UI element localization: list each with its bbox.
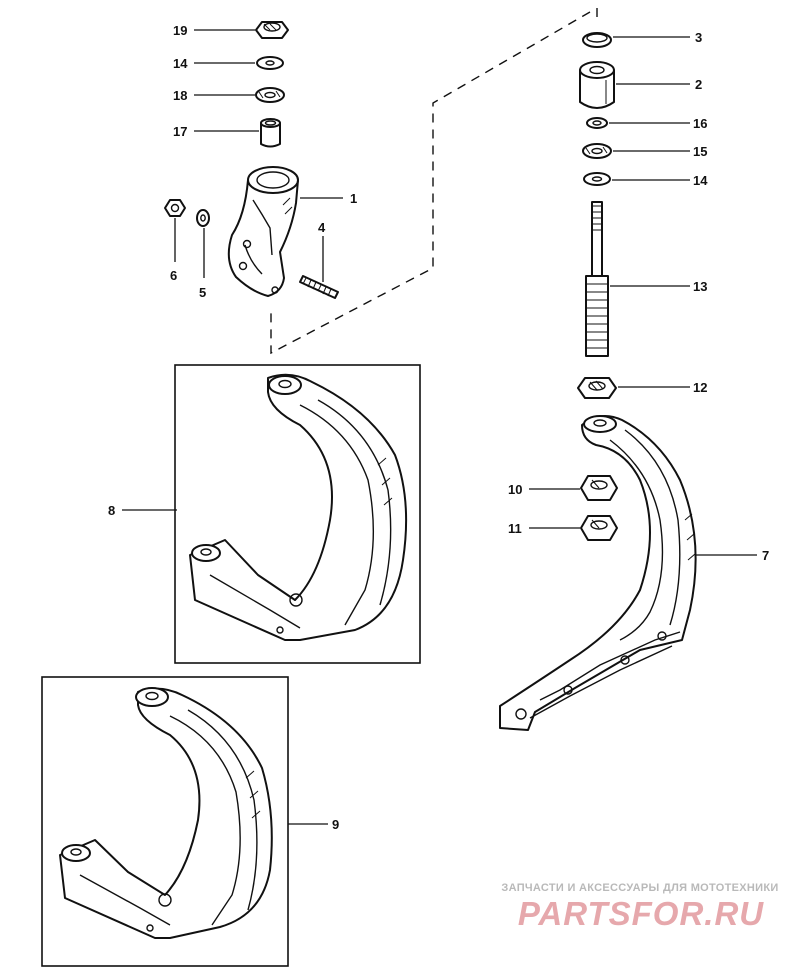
part-13-stud <box>585 201 609 357</box>
part-9-frame <box>41 676 289 967</box>
callout-10: 10 <box>508 482 522 497</box>
callout-5: 5 <box>199 285 206 300</box>
part-9-bracket <box>59 687 273 939</box>
callout-4: 4 <box>318 220 326 235</box>
part-16-washer <box>586 117 608 129</box>
assembly-dash-line <box>270 8 598 355</box>
callout-19: 19 <box>173 23 187 38</box>
callout-3: 3 <box>695 30 702 45</box>
leader-lines <box>122 29 757 825</box>
part-4-stud <box>299 275 339 299</box>
part-3-ring <box>582 32 612 48</box>
part-14-washer-upper <box>256 56 284 70</box>
part-6-nut <box>164 199 186 217</box>
callout-9: 9 <box>332 817 339 832</box>
callout-17: 17 <box>173 124 187 139</box>
callout-14-lower: 14 <box>693 173 708 188</box>
callout-1: 1 <box>350 191 357 206</box>
part-19-nut <box>255 21 289 39</box>
callout-18: 18 <box>173 88 187 103</box>
callout-7: 7 <box>762 548 769 563</box>
part-15-lockwasher <box>582 143 612 159</box>
callout-14-upper: 14 <box>173 56 188 71</box>
callout-2: 2 <box>695 77 702 92</box>
part-5-washer <box>196 209 210 227</box>
part-2-mount <box>579 61 615 109</box>
callout-13: 13 <box>693 279 707 294</box>
part-7-bracket <box>499 415 697 731</box>
part-14-washer-lower <box>583 172 611 186</box>
callout-12: 12 <box>693 380 707 395</box>
part-18-lockwasher <box>255 87 285 103</box>
callout-11: 11 <box>508 521 522 536</box>
watermark-caption: ЗАПЧАСТИ И АКСЕССУАРЫ ДЛЯ МОТОТЕХНИКИ <box>501 882 779 894</box>
part-12-nut <box>577 377 617 399</box>
part-10-nut <box>580 475 618 501</box>
part-17-bushing <box>260 118 281 148</box>
watermark-logo: PARTSFOR.RU <box>517 895 765 932</box>
part-1-bracket <box>227 166 299 297</box>
part-8-frame <box>174 364 421 664</box>
callout-8: 8 <box>108 503 115 518</box>
part-11-nut <box>580 515 618 541</box>
part-8-bracket <box>189 373 408 641</box>
callout-6: 6 <box>170 268 177 283</box>
callout-16: 16 <box>693 116 707 131</box>
callout-15: 15 <box>693 144 707 159</box>
